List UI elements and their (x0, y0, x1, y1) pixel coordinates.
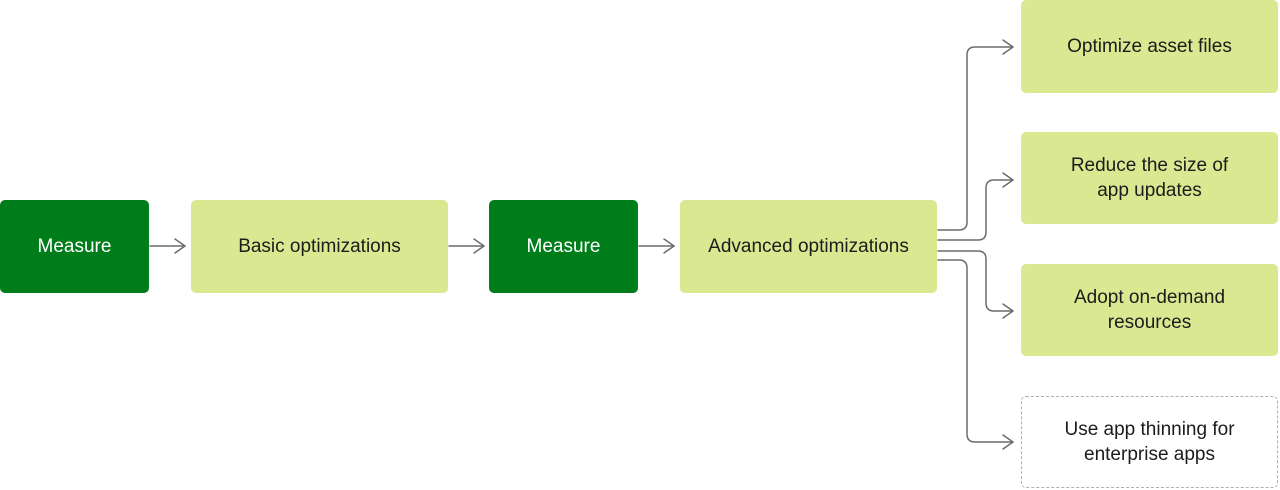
arrow-measure-to-basic (149, 238, 186, 254)
adopt-on-demand-resources-label: Adopt on-demand resources (1073, 287, 1226, 333)
advanced-optimizations-label: Advanced optimizations (708, 236, 909, 257)
app-thinning-enterprise-label: Use app thinning for enterprise apps (1064, 419, 1235, 465)
measure-node-1: Measure (0, 200, 149, 293)
arrow-advanced-to-on-demand (937, 250, 1014, 319)
arrow-basic-to-measure (448, 238, 485, 254)
arrow-advanced-to-app-updates (937, 172, 1014, 241)
reduce-app-updates-node: Reduce the size of app updates (1021, 132, 1278, 224)
arrow-measure-to-advanced (638, 238, 675, 254)
arrow-advanced-to-asset-files (937, 39, 1014, 231)
basic-optimizations-label: Basic optimizations (238, 236, 401, 257)
optimize-asset-files-label: Optimize asset files (1067, 36, 1232, 57)
measure-node-2-label: Measure (526, 236, 601, 257)
arrow-advanced-to-app-thinning (937, 259, 1014, 450)
measure-node-1-label: Measure (37, 236, 112, 257)
measure-node-2: Measure (489, 200, 638, 293)
app-thinning-enterprise-node: Use app thinning for enterprise apps (1021, 396, 1278, 488)
adopt-on-demand-resources-node: Adopt on-demand resources (1021, 264, 1278, 356)
optimize-asset-files-node: Optimize asset files (1021, 0, 1278, 93)
basic-optimizations-node: Basic optimizations (191, 200, 448, 293)
advanced-optimizations-node: Advanced optimizations (680, 200, 937, 293)
reduce-app-updates-label: Reduce the size of app updates (1070, 155, 1229, 201)
